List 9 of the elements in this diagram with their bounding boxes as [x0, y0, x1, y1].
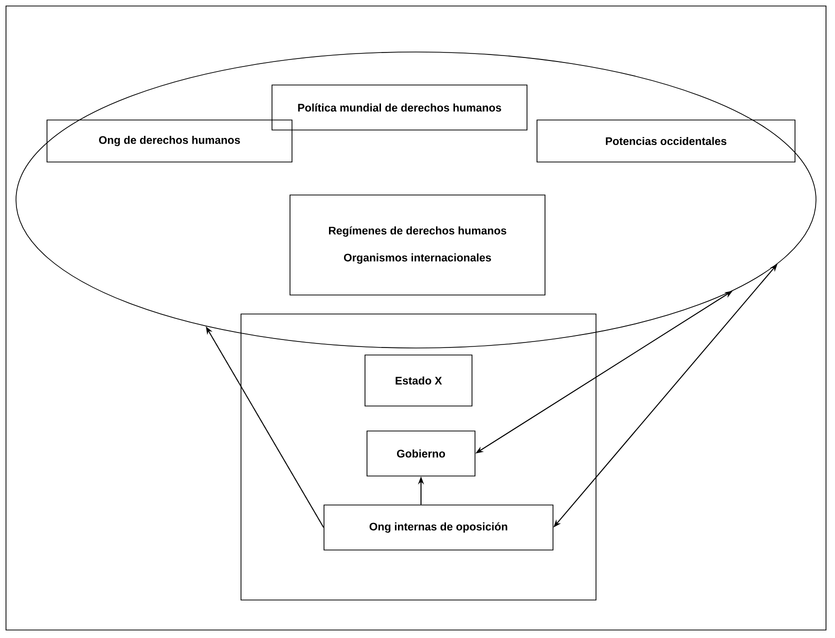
text-box: Regímenes de derechos humanos Organismos internacionales — [290, 194, 546, 296]
ellipse — [16, 52, 816, 348]
group-box — [240, 314, 596, 600]
text-box: Gobierno — [366, 430, 476, 476]
text-box: Ong de derechos humanos — [46, 120, 292, 162]
text-box: Ong internas de oposición — [324, 504, 554, 550]
text-box: Estado X — [364, 354, 472, 406]
text-box: Potencias occidentales — [536, 120, 796, 162]
text-box: Política mundial de derechos humanos — [272, 84, 528, 130]
